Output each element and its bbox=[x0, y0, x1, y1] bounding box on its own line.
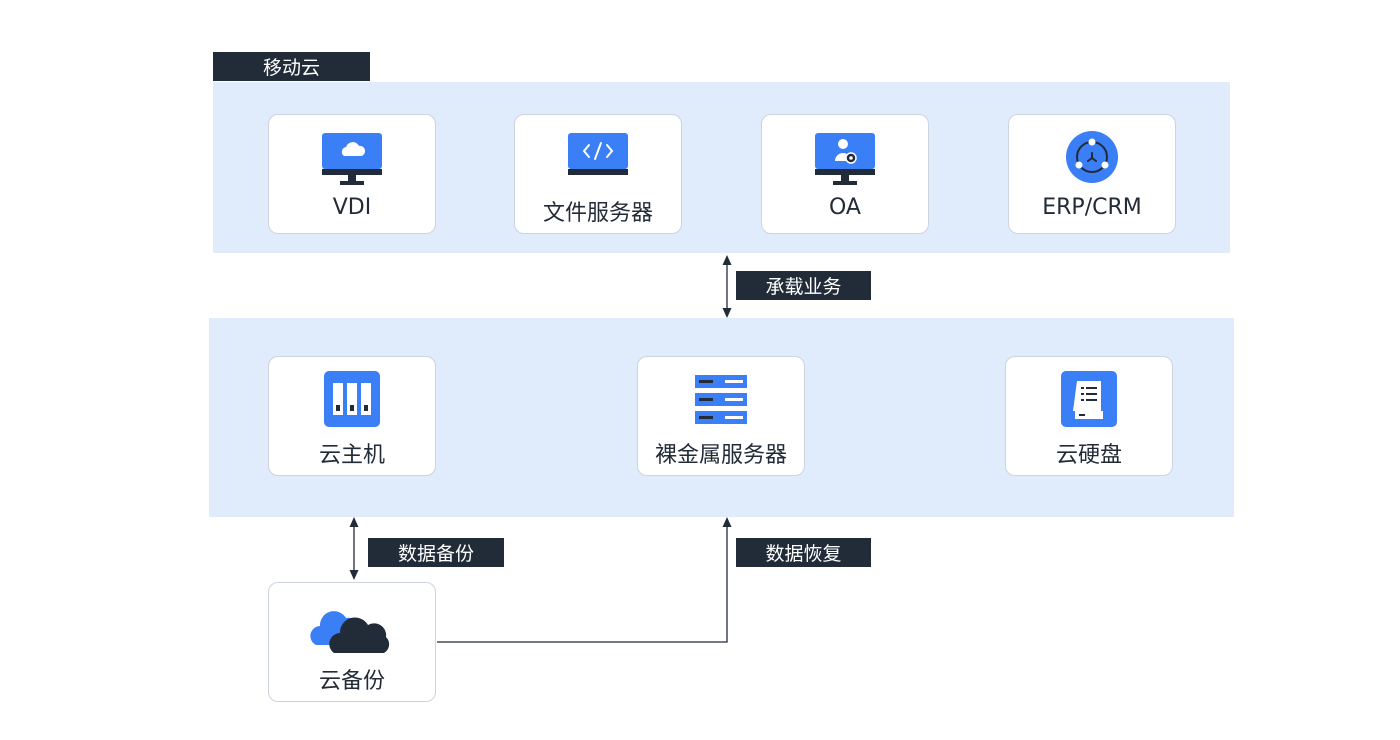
card-label: 裸金属服务器 bbox=[654, 443, 787, 468]
card-label: 云备份 bbox=[318, 669, 385, 694]
card-bare-metal-server[interactable]: 裸金属服务器 bbox=[637, 356, 805, 476]
card-label: 云硬盘 bbox=[1055, 443, 1122, 468]
connector-tag-business: 承载业务 bbox=[736, 271, 871, 300]
card-label: VDI bbox=[332, 195, 372, 220]
card-label: ERP/CRM bbox=[1042, 195, 1142, 220]
server-rack-icon bbox=[695, 375, 747, 424]
card-label: 云主机 bbox=[318, 443, 385, 468]
connector-tag-restore: 数据恢复 bbox=[736, 538, 871, 567]
monitor-cloud-icon bbox=[322, 133, 382, 185]
connected-circle-icon bbox=[1066, 131, 1118, 183]
arrow-down-icon bbox=[722, 308, 732, 318]
card-vdi[interactable]: VDI bbox=[268, 114, 436, 234]
card-file-server[interactable]: 文件服务器 bbox=[514, 114, 682, 234]
arrow-up-icon bbox=[722, 517, 732, 527]
connector-tag-backup: 数据备份 bbox=[368, 538, 504, 567]
arrow-up-icon bbox=[349, 517, 359, 527]
card-label: 文件服务器 bbox=[542, 201, 653, 226]
card-cloud-backup[interactable]: 云备份 bbox=[268, 582, 436, 702]
arrow-up-icon bbox=[722, 255, 732, 265]
card-cloud-host[interactable]: 云主机 bbox=[268, 356, 436, 476]
monitor-code-icon bbox=[568, 133, 628, 175]
card-erp-crm[interactable]: ERP/CRM bbox=[1008, 114, 1176, 234]
cloud-host-icon bbox=[324, 371, 380, 427]
arrow-down-icon bbox=[349, 570, 359, 580]
card-oa[interactable]: OA bbox=[761, 114, 929, 234]
card-label: OA bbox=[829, 195, 861, 220]
card-cloud-disk[interactable]: 云硬盘 bbox=[1005, 356, 1173, 476]
cloud-disk-icon bbox=[1061, 371, 1117, 427]
section-title-tag: 移动云 bbox=[213, 52, 370, 81]
monitor-user-icon bbox=[815, 133, 875, 185]
cloud-backup-icon bbox=[310, 611, 390, 653]
